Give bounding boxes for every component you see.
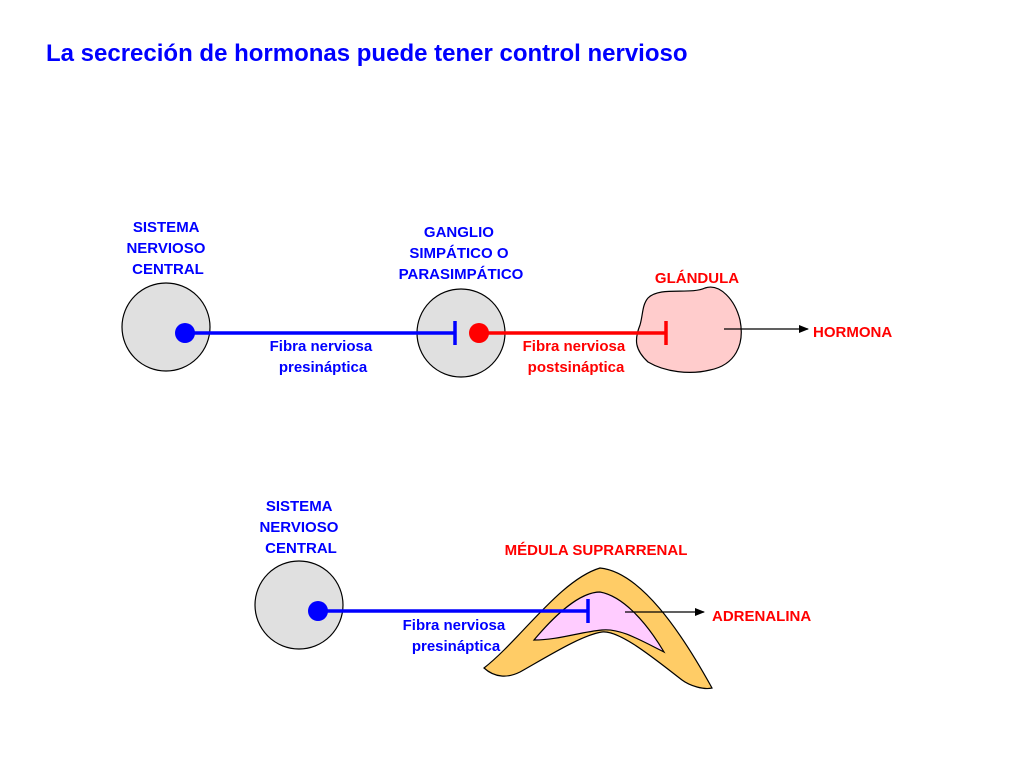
adrenal-medulla-label: MÉDULA SUPRARRENAL [505,542,688,559]
gland-shape [635,286,742,373]
postsynaptic-label: Fibra nerviosa postsináptica [523,338,630,376]
top-pathway: SISTEMA NERVIOSO CENTRAL GANGLIO SIMPÁTI… [121,219,892,378]
bottom-cns-label: SISTEMA NERVIOSO CENTRAL [259,498,342,557]
gland-label: GLÁNDULA [655,270,739,287]
ganglion-label: GANGLIO SIMPÁTICO O PARASIMPÁTICO [399,224,524,283]
bottom-cns-circle [254,560,344,650]
bottom-pathway: SISTEMA NERVIOSO CENTRAL MÉDULA SUPRARRE… [254,498,811,690]
top-presynaptic-label: Fibra nerviosa presináptica [270,338,377,376]
bottom-cns-neuron-body [308,601,328,621]
top-cns-neuron-body [175,323,195,343]
page-title: La secreción de hormonas puede tener con… [46,40,688,67]
adrenal-medulla-shape [532,591,666,654]
adrenaline-label: ADRENALINA [712,608,811,625]
top-cns-circle [121,282,211,372]
ganglion-neuron-body [469,323,489,343]
bottom-presynaptic-label: Fibra nerviosa presináptica [403,617,510,655]
hormone-label: HORMONA [813,324,892,341]
top-cns-label: SISTEMA NERVIOSO CENTRAL [126,219,209,278]
